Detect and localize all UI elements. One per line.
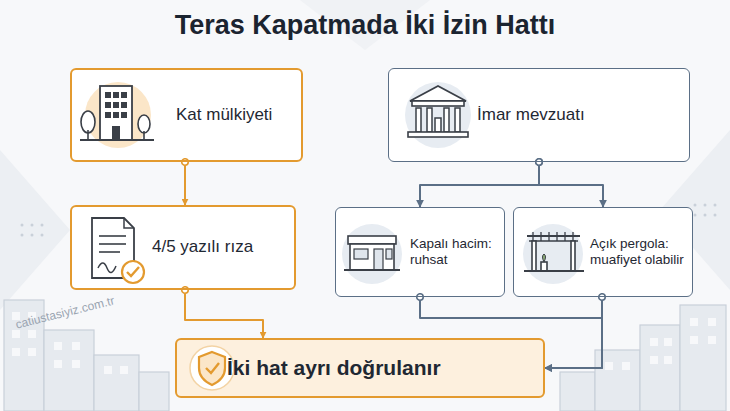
requirement-box: 4/5 yazılı rıza [70, 205, 296, 290]
box-fill [513, 207, 693, 297]
result-box: İki hat ayrı doğrulanır [175, 338, 545, 398]
authority-box: İmar mevzuatı [388, 68, 690, 162]
building-icon [80, 82, 154, 148]
city-windows [605, 318, 716, 370]
watermark: catiustasiyiz.com.tr [14, 293, 116, 331]
pergola-icon [523, 224, 584, 284]
node-label: Açık pergola: muafiyet olabilir [590, 236, 686, 268]
connector-arrow [420, 162, 539, 207]
node-label: İmar mevzuatı [477, 105, 585, 125]
box-fill [335, 207, 505, 297]
node-text-group: Kat mülkiyeti [176, 105, 272, 125]
box-fills [70, 68, 693, 398]
diagram-title: Teras Kapatmada İki İzin Hattı [0, 10, 730, 41]
node-label: Kapalı hacim: ruhsat [410, 236, 498, 268]
box-fill [70, 68, 303, 162]
connector-arrow [545, 297, 602, 368]
connector-arrow [184, 162, 186, 205]
case-box: Açık pergola: muafiyet olabilir [513, 207, 693, 297]
node-text-group: Kapalı hacim: ruhsat [410, 236, 498, 268]
node-text-group: İki hat ayrı doğrulanır [227, 355, 441, 380]
document-icon [92, 218, 144, 283]
case-box: Kapalı hacim: ruhsat [335, 207, 505, 297]
node-text-group: İmar mevzuatı [477, 105, 585, 125]
box-fill [388, 68, 690, 162]
node-text-group: 4/5 yazılı rıza [152, 237, 253, 257]
node-label: 4/5 yazılı rıza [152, 237, 253, 257]
bg-diamond [0, 150, 70, 310]
node-label: İki hat ayrı doğrulanır [227, 355, 441, 380]
box-fill [70, 205, 296, 290]
city-right [560, 305, 726, 411]
connector-arrow [420, 297, 602, 368]
connector-arrow [539, 162, 603, 207]
box-fill [175, 338, 545, 398]
node-text-group: Açık pergola: muafiyet olabilir [590, 236, 686, 268]
closed-volume-icon [342, 224, 402, 284]
node-label: Kat mülkiyeti [176, 105, 272, 125]
authority-box: Kat mülkiyeti [70, 68, 303, 162]
government-icon [405, 82, 471, 148]
connector-arrow [185, 290, 263, 338]
